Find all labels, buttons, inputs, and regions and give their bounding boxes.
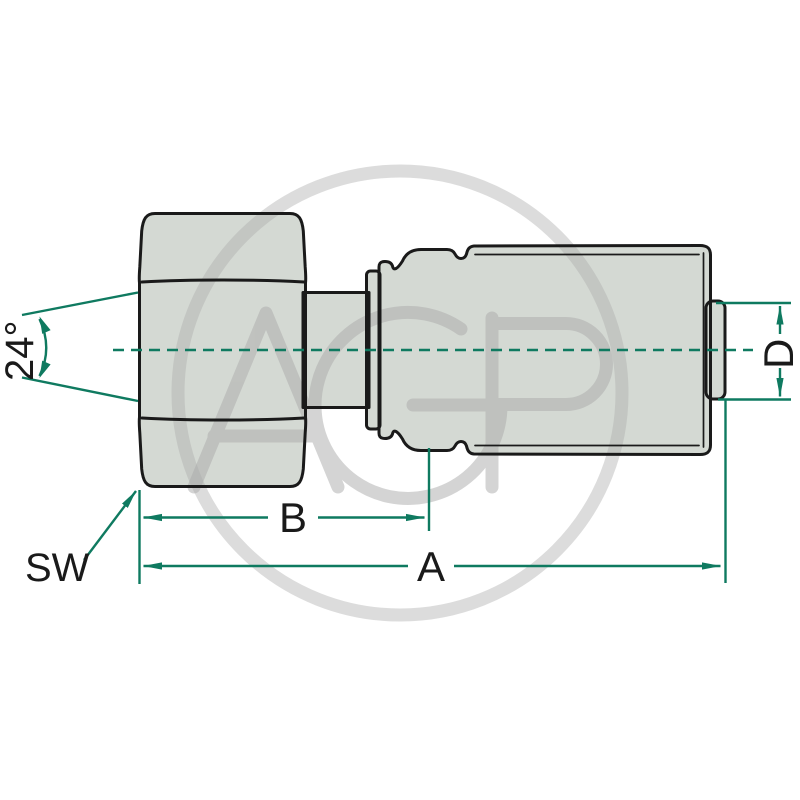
label-cone-angle: 24° xyxy=(0,321,42,382)
angle-arc-arrow-top xyxy=(39,316,51,334)
watermark-agp xyxy=(187,305,613,505)
label-dim-a: A xyxy=(417,543,445,590)
dim-wrench-size: SW xyxy=(25,490,137,590)
label-dim-b: B xyxy=(279,494,307,541)
angle-arc-arrow-bottom xyxy=(39,360,51,378)
dim-d: D xyxy=(716,301,800,401)
label-wrench-size: SW xyxy=(25,546,90,590)
watermark-letter-g xyxy=(308,305,508,505)
angle-line-upper xyxy=(21,291,139,317)
watermark xyxy=(171,164,629,622)
angle-line-lower xyxy=(21,376,139,403)
sleeve-chamfer-lines xyxy=(474,252,705,448)
sw-leader-line xyxy=(83,490,137,561)
dim-b: B xyxy=(138,448,431,584)
watermark-circle xyxy=(171,164,629,622)
label-dim-d: D xyxy=(755,339,800,369)
dim-cone-angle: 24° xyxy=(0,291,139,403)
hex-face-line-lower xyxy=(140,416,306,422)
fitting-body-outlines xyxy=(137,212,727,488)
watermark-letter-p xyxy=(485,311,613,494)
hex-face-line-upper xyxy=(140,278,306,284)
dim-a: A xyxy=(143,400,727,590)
